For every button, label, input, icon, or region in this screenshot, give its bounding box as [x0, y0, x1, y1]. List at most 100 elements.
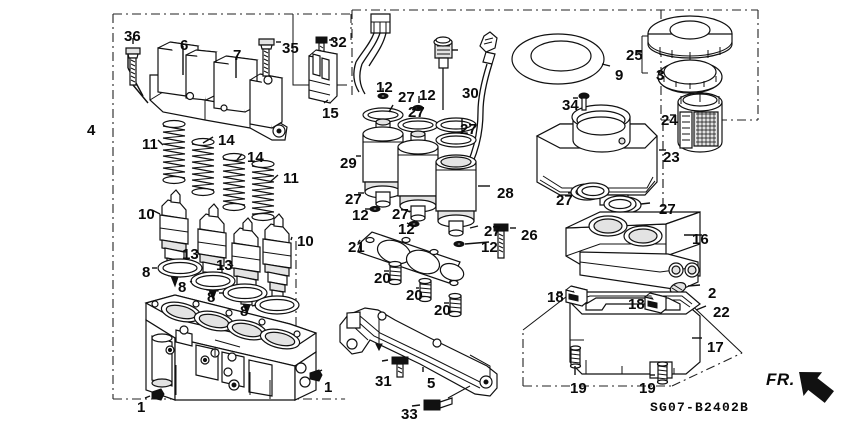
callout-bolt-31: 31	[375, 373, 392, 390]
front-direction-arrow	[799, 372, 834, 403]
callout-washer-12: 12	[398, 221, 415, 238]
clip-18-b	[638, 292, 668, 314]
callout-harness-clamp: 15	[322, 105, 339, 122]
callout-harness-bracket-5: 5	[427, 375, 436, 392]
o-rings-8-group	[152, 258, 300, 315]
callout-screw-34: 34	[562, 97, 579, 114]
callout-accumulator-cover-25: 25	[626, 47, 643, 64]
callout-bolt-small: 32	[330, 34, 347, 51]
linear-solenoid-29	[356, 107, 404, 208]
linear-solenoid-mid	[397, 117, 439, 222]
callout-o-ring-8: 8	[240, 303, 249, 320]
accumulator-holder-16	[565, 182, 702, 291]
callout-spool-valve-10: 10	[138, 206, 155, 223]
linear-solenoid-28	[435, 132, 490, 237]
bolt-33	[411, 385, 471, 411]
o-ring-27-holder-1	[576, 182, 610, 200]
clip-18-a	[557, 285, 589, 307]
o-ring-8-a	[157, 258, 203, 278]
callout-solenoid-body: 7	[233, 47, 242, 64]
front-orientation-label: FR.	[766, 370, 795, 389]
callout-o-ring-27: 27	[408, 104, 425, 121]
callout-dowel-pin-2: 2	[708, 285, 717, 302]
callout-wire-harness-30: 30	[462, 85, 479, 102]
callout-clip-18: 18	[547, 289, 564, 306]
filter-20-a	[384, 260, 402, 286]
callout-linear-solenoid-28: 28	[497, 185, 514, 202]
callout-solenoid-assembly-upper: 6	[180, 37, 189, 54]
filter-20-b	[416, 277, 432, 303]
spring-11-b	[251, 159, 275, 222]
callout-spool-valve-10: 10	[297, 233, 314, 250]
callout-hex-flange-bolt: 35	[282, 40, 299, 57]
bolt-36	[125, 38, 149, 104]
callout-spring-19: 19	[639, 380, 656, 397]
callout-lower-cover-17: 17	[707, 339, 724, 356]
callout-o-ring-27: 27	[556, 192, 573, 209]
spring-11-a	[162, 119, 186, 185]
callout-spool-valve-13: 13	[216, 257, 233, 274]
callout-washer-12: 12	[481, 239, 498, 256]
diaphragm-9	[511, 33, 611, 85]
spring-19-b	[650, 361, 669, 385]
spring-19-a	[569, 345, 582, 375]
spring-14-b	[222, 152, 246, 212]
callout-o-ring-27: 27	[392, 206, 409, 223]
screw-34	[573, 92, 590, 111]
dowel-pin-1-a	[144, 388, 165, 401]
wire-harness-connectors	[353, 13, 498, 201]
callout-accumulator-holder-16: 16	[692, 231, 709, 248]
callout-o-ring-8: 8	[207, 289, 216, 306]
callout-spring-19: 19	[570, 380, 587, 397]
callout-bolt-33: 33	[401, 406, 418, 423]
harness-bracket-5	[339, 307, 498, 397]
callout-washer-12: 12	[419, 87, 436, 104]
callout-seal-ring-3: 3	[656, 67, 665, 84]
valve-body-main	[144, 294, 318, 401]
seal-ring-3	[657, 59, 723, 94]
callout-spool-valve-13: 13	[182, 246, 199, 263]
callout-valve-spring-14: 14	[247, 149, 264, 166]
callout-flange-bolt: 36	[124, 28, 141, 45]
lower-cover-17	[569, 291, 702, 379]
callout-o-ring-27: 27	[345, 191, 362, 208]
bolt-31	[381, 356, 409, 378]
washers-and-orings-solenoids	[358, 88, 490, 248]
callout-valve-spring-14: 14	[218, 132, 235, 149]
bolt-26	[493, 223, 516, 259]
callout-clip-18: 18	[628, 296, 645, 313]
callout-filter-screen-24: 24	[661, 112, 678, 129]
callout-valve-spring-11: 11	[142, 136, 158, 153]
accumulator-body-23	[535, 104, 666, 206]
callout-diaphragm-9: 9	[615, 67, 624, 84]
callout-linear-solenoid-29: 29	[340, 155, 357, 172]
callout-bolt-26: 26	[521, 227, 538, 244]
callout-valve-spring-11: 11	[283, 170, 299, 187]
diagram-code: SG07-B2402B	[650, 400, 750, 415]
separator-gasket-21	[357, 231, 465, 287]
spring-14-a	[191, 137, 215, 197]
callout-bolt-22: 22	[713, 304, 730, 321]
callout-accumulator-body-23: 23	[663, 149, 680, 166]
callout-group-bracket-left: 4	[87, 122, 96, 139]
o-ring-8-b	[190, 271, 236, 291]
accumulator-cover-25	[647, 15, 733, 60]
solenoid-housing-assembly	[127, 41, 288, 141]
dowel-pin-1-b	[309, 369, 323, 382]
callout-filter-spring-20: 20	[434, 302, 451, 319]
callout-o-ring-27: 27	[659, 201, 676, 218]
o-ring-8-d	[254, 295, 300, 315]
callout-pin-dowel-1: 1	[137, 399, 146, 416]
callout-o-ring-8: 8	[142, 264, 151, 281]
callout-pin-dowel-1: 1	[324, 379, 333, 396]
o-ring-27-holder-2	[603, 195, 637, 213]
callout-o-ring-8: 8	[178, 279, 187, 296]
callout-washer-12: 12	[352, 207, 369, 224]
harness-clamp-15	[308, 49, 339, 104]
springs-group	[157, 119, 279, 222]
bolt-35	[258, 38, 281, 77]
filter-screen-24	[670, 92, 723, 153]
callout-filter-spring-20: 20	[374, 270, 391, 287]
